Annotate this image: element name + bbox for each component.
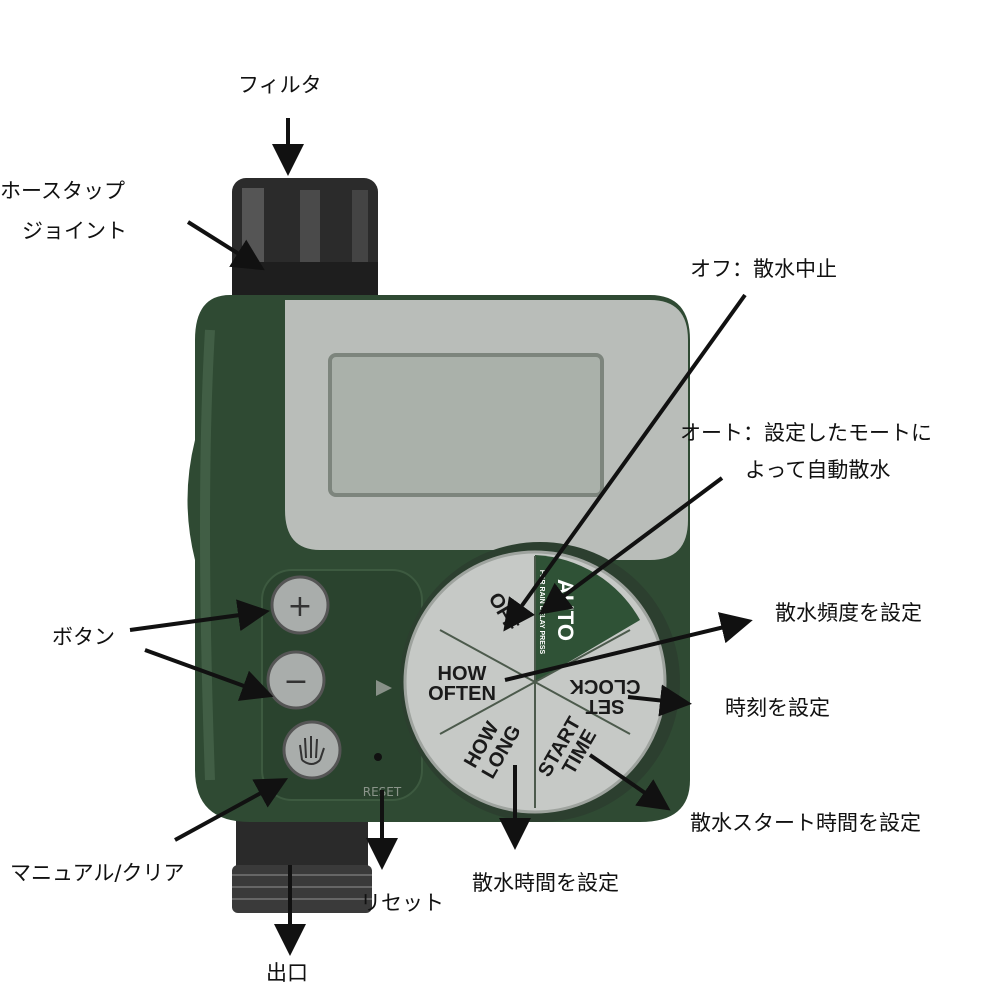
arrow-icon <box>129 118 753 956</box>
manual-button[interactable] <box>282 720 342 780</box>
label-auto-1: オート：設定したモートに <box>680 421 932 445</box>
outlet-connector <box>232 810 372 913</box>
label-off: オフ：散水中止 <box>690 257 837 281</box>
lcd-screen <box>328 353 604 497</box>
hose-tap-joint <box>232 178 378 298</box>
label-hose-joint-2: ジョイント <box>22 219 127 243</box>
plus-button[interactable]: + <box>270 575 330 635</box>
label-how-often: 散水頻度を設定 <box>775 601 922 625</box>
svg-text:SET: SET <box>586 695 625 717</box>
hand-icon <box>299 736 325 765</box>
label-start-time: 散水スタート時間を設定 <box>690 811 921 835</box>
label-hose-joint-1: ホースタップ <box>0 179 125 203</box>
label-how-long: 散水時間を設定 <box>472 871 619 895</box>
mode-dial[interactable]: OFF AUTO FOR RAIN DELAY PRESS HOW OFTEN … <box>400 542 680 822</box>
label-manual-clear: マニュアル/クリア <box>10 861 185 885</box>
svg-text:HOW: HOW <box>438 663 487 685</box>
label-outlet: 出口 <box>266 961 308 985</box>
label-filter: フィルタ <box>238 73 322 97</box>
minus-button[interactable]: − <box>266 650 326 710</box>
label-set-clock: 時刻を設定 <box>725 696 830 720</box>
svg-text:−: − <box>283 664 308 699</box>
svg-text:CLOCK: CLOCK <box>569 675 641 697</box>
pointer-triangle <box>376 680 392 696</box>
label-reset: リセット <box>360 891 444 915</box>
reset-hole[interactable] <box>374 753 382 761</box>
svg-text:OFTEN: OFTEN <box>428 683 496 705</box>
svg-text:+: + <box>287 589 312 624</box>
label-auto-2: よって自動散水 <box>745 458 891 482</box>
label-buttons: ボタン <box>52 625 115 649</box>
